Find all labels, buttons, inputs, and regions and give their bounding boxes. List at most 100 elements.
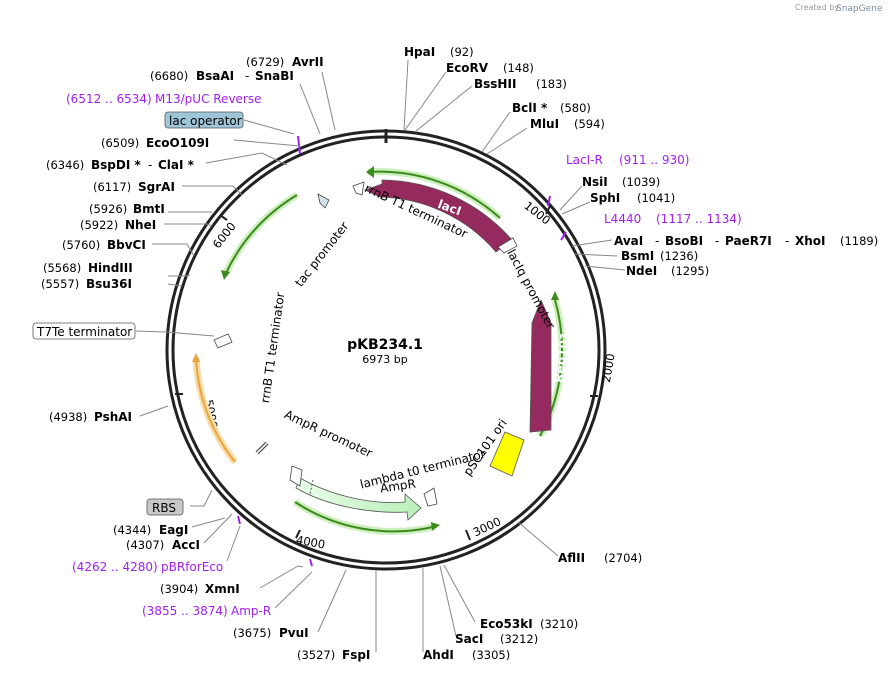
enzyme-bsaai-snabi[interactable]: (6680) BsaAI - SnaBI	[150, 69, 294, 83]
svg-text:(6512 .. 6534): (6512 .. 6534)	[66, 92, 152, 106]
svg-text:EagI: EagI	[159, 523, 188, 537]
enzyme-nhei[interactable]: (5922) NheI	[80, 218, 156, 232]
svg-text:(3212): (3212)	[500, 632, 538, 646]
enzyme-acci[interactable]: (4307) AccI	[126, 538, 200, 552]
svg-text:(3527): (3527)	[297, 648, 335, 662]
enzyme-hpai[interactable]: HpaI (92)	[404, 45, 474, 59]
enzyme-ahdi[interactable]: AhdI (3305)	[423, 648, 510, 662]
svg-text:(6729): (6729)	[246, 55, 284, 69]
enzyme-bsmi[interactable]: BsmI (1236)	[621, 249, 698, 263]
enzyme-sgrai[interactable]: (6117) SgrAI	[93, 180, 175, 194]
svg-text:BsmI: BsmI	[621, 249, 654, 263]
rbs-mark-2	[255, 441, 267, 453]
tac-arc-head	[221, 270, 230, 280]
svg-text:NdeI: NdeI	[626, 264, 657, 278]
svg-text:HpaI: HpaI	[404, 45, 435, 59]
svg-text:-: -	[715, 234, 719, 248]
svg-text:EcoRV: EcoRV	[446, 61, 489, 75]
primer-ampr-mark	[309, 558, 313, 567]
svg-text:PaeR7I: PaeR7I	[725, 234, 772, 248]
svg-text:BssHII: BssHII	[474, 77, 516, 91]
svg-text:Bsu36I: Bsu36I	[86, 277, 132, 291]
feature-lac-operator[interactable]: lac operator	[164, 111, 244, 129]
enzyme-ndei[interactable]: NdeI (1295)	[626, 264, 709, 278]
enzyme-ecorv[interactable]: EcoRV (148)	[446, 61, 534, 75]
svg-text:-: -	[245, 69, 249, 83]
svg-text:NsiI: NsiI	[582, 175, 608, 189]
enzyme-pshai[interactable]: (4938) PshAI	[49, 410, 132, 424]
svg-text:MluI: MluI	[530, 117, 559, 131]
enzyme-nsii[interactable]: NsiI (1039)	[582, 175, 660, 189]
enzyme-bsu36i[interactable]: (5557) Bsu36I	[41, 277, 132, 291]
svg-text:SgrAI: SgrAI	[138, 180, 175, 194]
enzyme-avrii[interactable]: (6729) AvrII	[246, 55, 324, 69]
svg-text:(5926): (5926)	[89, 202, 127, 216]
svg-text:FspI: FspI	[342, 648, 370, 662]
enzyme-fspi[interactable]: (3527) FspI	[297, 648, 370, 662]
svg-text:-: -	[655, 234, 659, 248]
enzyme-bbvci[interactable]: (5760) BbvCI	[62, 238, 146, 252]
enzyme-bmti[interactable]: (5926) BmtI	[89, 202, 165, 216]
ampr-feature[interactable]	[295, 477, 422, 521]
rep101-feature[interactable]	[529, 298, 552, 433]
svg-text:(1189): (1189)	[840, 234, 878, 248]
primer-pbrforeco[interactable]: (4262 .. 4280) pBRforEco	[72, 560, 223, 574]
svg-text:(1236): (1236)	[660, 249, 698, 263]
svg-text:SacI: SacI	[455, 632, 483, 646]
svg-text:2000: 2000	[599, 352, 618, 383]
svg-text:(4307): (4307)	[126, 538, 164, 552]
enzyme-ecoo109i[interactable]: (6509) EcoO109I	[101, 136, 209, 150]
feature-rbs[interactable]: RBS	[146, 498, 184, 516]
primer-m13-puc-reverse[interactable]: (6512 .. 6534) M13/pUC Reverse	[66, 92, 262, 106]
enzyme-eagi[interactable]: (4344) EagI	[113, 523, 188, 537]
enzyme-mlui[interactable]: MluI (594)	[530, 117, 605, 131]
rep101-arc-head	[551, 291, 559, 300]
svg-text:AvaI: AvaI	[614, 234, 643, 248]
orange-arc	[195, 357, 236, 463]
lac-operator-shape	[317, 193, 330, 209]
enzyme-pvui[interactable]: (3675) PvuI	[233, 626, 309, 640]
tac-promoter-label: tac promoter	[292, 219, 351, 289]
enzyme-aflii[interactable]: AflII (2704)	[558, 551, 642, 565]
rrnb-left-label: rrnB T1 terminator	[258, 291, 287, 404]
svg-text:(6680): (6680)	[150, 69, 188, 83]
tac-arc-glow	[222, 191, 299, 275]
enzyme-avai-group[interactable]: AvaI - BsoBI - PaeR7I - XhoI (1189)	[614, 234, 878, 248]
rrnb-top-arrow	[352, 181, 365, 196]
primer-m13-mark	[297, 135, 301, 155]
svg-text:EcoO109I: EcoO109I	[146, 136, 209, 150]
svg-text:(92): (92)	[450, 45, 474, 59]
feature-t7te-terminator[interactable]: T7Te terminator	[32, 322, 136, 340]
enzyme-saci[interactable]: SacI (3212)	[455, 632, 538, 646]
svg-text:(3675): (3675)	[233, 626, 271, 640]
enzyme-xmni[interactable]: (3904) XmnI	[160, 582, 240, 596]
enzyme-eco53ki[interactable]: Eco53kI (3210)	[480, 617, 578, 631]
credit-prefix: Created by	[795, 3, 839, 12]
tac-arc	[225, 194, 298, 274]
primer-laci-r[interactable]: LacI-R (911 .. 930)	[566, 153, 689, 167]
laciq-promoter-arrow	[497, 237, 518, 254]
plasmid-length: 6973 bp	[362, 353, 407, 366]
rbs-mark-1	[257, 443, 269, 455]
primer-l4440[interactable]: L4440 (1117 .. 1134)	[604, 212, 742, 226]
primer-amp-r[interactable]: (3855 .. 3874) Amp-R	[142, 604, 271, 618]
svg-text:AvrII: AvrII	[292, 55, 324, 69]
svg-text:(3855 .. 3874): (3855 .. 3874)	[142, 604, 228, 618]
enzyme-bsshii[interactable]: BssHII (183)	[474, 77, 567, 91]
enzyme-hindiii[interactable]: (5568) HindIII	[43, 261, 133, 275]
laci-arc-head	[366, 166, 374, 178]
enzyme-bcli[interactable]: BclI * (580)	[512, 101, 591, 115]
svg-text:(911 .. 930): (911 .. 930)	[619, 153, 689, 167]
svg-text:(3904): (3904)	[160, 582, 198, 596]
tick-6000: 6000	[210, 214, 239, 251]
primer-laci-r-mark	[547, 195, 551, 207]
svg-text:SphI: SphI	[590, 191, 620, 205]
svg-text:ClaI *: ClaI *	[158, 158, 195, 172]
svg-text:(6117): (6117)	[93, 180, 131, 194]
primer-pbrforeco-mark	[237, 515, 241, 525]
psc101-ori-feature[interactable]	[489, 431, 525, 477]
svg-text:(2704): (2704)	[604, 551, 642, 565]
enzyme-bspdi-clai[interactable]: (6346) BspDI * - ClaI *	[46, 158, 195, 172]
enzyme-sphi[interactable]: SphI (1041)	[590, 191, 675, 205]
